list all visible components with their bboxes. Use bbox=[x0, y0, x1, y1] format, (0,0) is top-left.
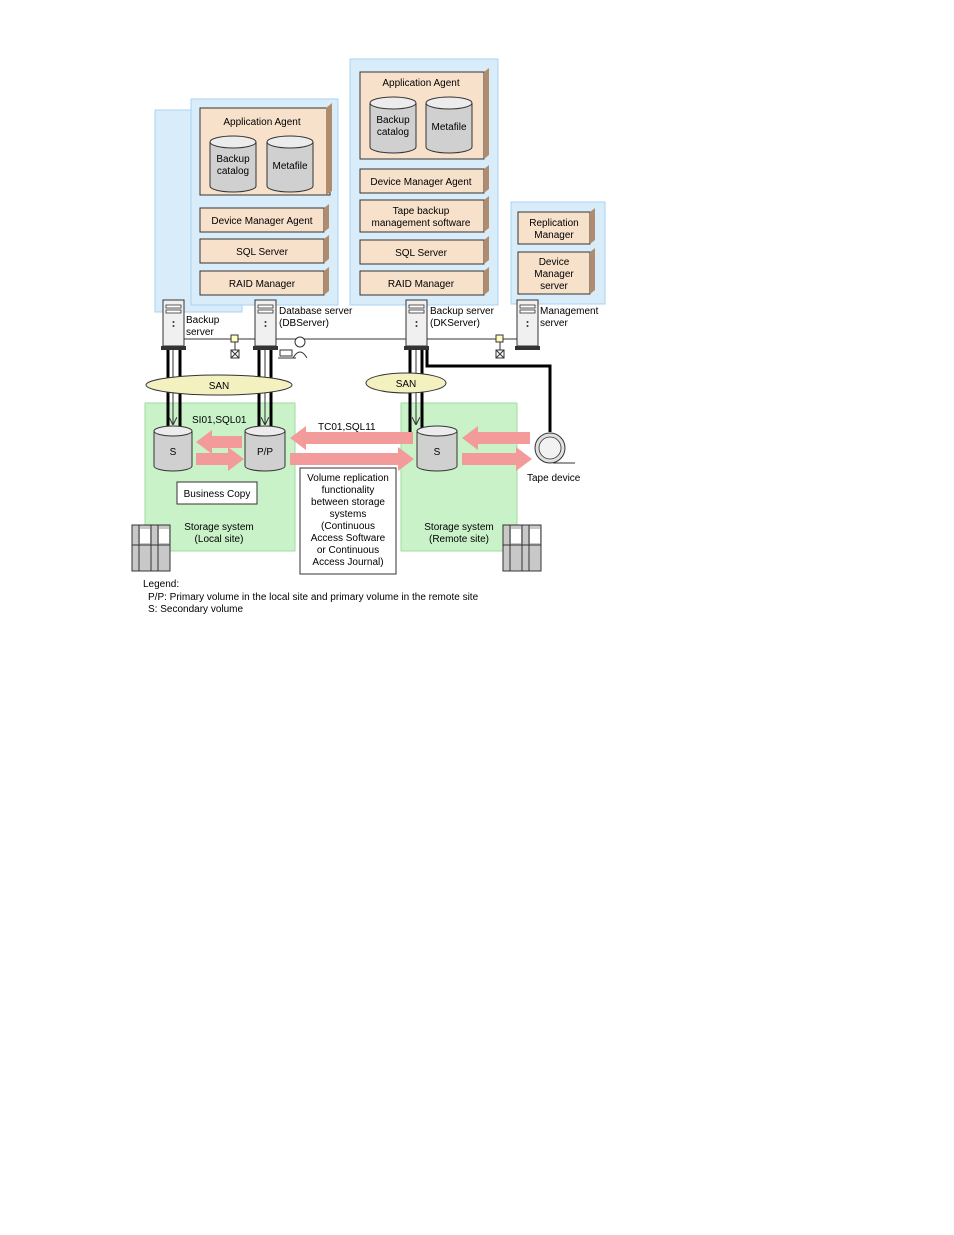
svg-text:Backup: Backup bbox=[376, 115, 410, 126]
svg-text:Device Manager Agent: Device Manager Agent bbox=[370, 177, 471, 188]
management-server-icon bbox=[515, 299, 540, 350]
backup-server-icon bbox=[161, 299, 186, 350]
svg-text:S: S bbox=[170, 447, 177, 458]
svg-text:management software: management software bbox=[372, 218, 471, 229]
dk-tape-backup-software: Tape backup management software bbox=[359, 196, 489, 233]
dk-metafile-cylinder: Metafile bbox=[425, 96, 473, 154]
svg-text:SAN: SAN bbox=[209, 381, 230, 392]
db-metafile-cylinder: Metafile bbox=[266, 135, 314, 193]
dk-backup-catalog-cylinder: Backup catalog bbox=[369, 96, 417, 154]
local-copy-pair-label: SI01,SQL01 bbox=[192, 415, 247, 426]
db-metafile-label: Metafile bbox=[272, 161, 307, 172]
local-pp-volume: P/P bbox=[244, 425, 286, 472]
database-server-label-2: (DBServer) bbox=[279, 318, 329, 329]
lan-node-left-icon bbox=[230, 334, 240, 359]
legend-s: S: Secondary volume bbox=[148, 604, 243, 615]
db-raid-manager: RAID Manager bbox=[199, 267, 329, 296]
mgmt-replication-manager: Replication Manager bbox=[517, 208, 595, 245]
mgmt-device-manager-server: Device Manager server bbox=[517, 248, 595, 295]
san-cables bbox=[166, 350, 552, 440]
dk-raid-manager: RAID Manager bbox=[359, 267, 489, 296]
local-storage-label-2: (Local site) bbox=[195, 534, 244, 545]
svg-text:Access Journal): Access Journal) bbox=[312, 557, 383, 568]
remote-storage-label-2: (Remote site) bbox=[429, 534, 489, 545]
svg-text:Tape backup: Tape backup bbox=[393, 206, 450, 217]
svg-text:Manager: Manager bbox=[534, 269, 574, 280]
remote-s-volume: S bbox=[416, 425, 458, 472]
local-storage-label-1: Storage system bbox=[184, 522, 253, 533]
svg-text:(Continuous: (Continuous bbox=[321, 521, 375, 532]
db-application-agent: Application Agent Backup catalog Metafil… bbox=[199, 103, 332, 196]
dk-server-label-2: (DKServer) bbox=[430, 318, 480, 329]
svg-text:Metafile: Metafile bbox=[431, 122, 466, 133]
replication-note-box: Volume replication functionality between… bbox=[299, 467, 397, 575]
svg-text:catalog: catalog bbox=[377, 127, 409, 138]
tape-device-icon bbox=[534, 432, 575, 464]
svg-text:Access Software: Access Software bbox=[311, 533, 386, 544]
db-backup-catalog-label-1: Backup bbox=[216, 154, 250, 165]
db-device-manager-agent: Device Manager Agent bbox=[199, 204, 329, 233]
svg-text:P/P: P/P bbox=[257, 447, 273, 458]
svg-text:Manager: Manager bbox=[534, 230, 574, 241]
copy-arrows bbox=[196, 426, 532, 471]
svg-text:server: server bbox=[540, 281, 568, 292]
db-backup-catalog-cylinder: Backup catalog bbox=[209, 135, 257, 193]
db-sql-server: SQL Server bbox=[199, 235, 329, 264]
svg-text:SQL Server: SQL Server bbox=[395, 248, 448, 259]
lan-node-right-icon bbox=[495, 334, 505, 359]
svg-text:Device Manager Agent: Device Manager Agent bbox=[211, 216, 312, 227]
san-right: SAN bbox=[365, 372, 447, 394]
backup-server-label-2: server bbox=[186, 327, 214, 338]
svg-text:SAN: SAN bbox=[396, 379, 417, 390]
database-server-label-1: Database server bbox=[279, 306, 353, 317]
svg-text:Business Copy: Business Copy bbox=[184, 489, 251, 500]
user-icon bbox=[278, 336, 308, 359]
db-app-agent-title: Application Agent bbox=[223, 117, 301, 128]
dk-backup-server-icon bbox=[404, 299, 429, 350]
san-left: SAN bbox=[145, 374, 293, 396]
remote-site-panel bbox=[400, 402, 518, 552]
svg-text:Volume replication: Volume replication bbox=[307, 473, 389, 484]
svg-text:RAID Manager: RAID Manager bbox=[388, 279, 455, 290]
local-storage-icon bbox=[131, 524, 171, 572]
svg-text:systems: systems bbox=[330, 509, 367, 520]
svg-text:between storage: between storage bbox=[311, 497, 385, 508]
management-server-label-2: server bbox=[540, 318, 568, 329]
svg-text:SQL Server: SQL Server bbox=[236, 247, 289, 258]
dk-sql-server: SQL Server bbox=[359, 236, 489, 265]
dk-server-label-1: Backup server bbox=[430, 306, 495, 317]
dk-device-manager-agent: Device Manager Agent bbox=[359, 165, 489, 194]
local-s-volume: S bbox=[153, 425, 193, 472]
legend-title: Legend: bbox=[143, 579, 179, 590]
legend-pp: P/P: Primary volume in the local site an… bbox=[148, 592, 479, 603]
remote-copy-pair-label: TC01,SQL11 bbox=[318, 422, 376, 433]
db-backup-catalog-label-2: catalog bbox=[217, 166, 249, 177]
database-server-icon bbox=[253, 299, 278, 350]
svg-text:Replication: Replication bbox=[529, 218, 578, 229]
remote-storage-label-1: Storage system bbox=[424, 522, 493, 533]
svg-text:S: S bbox=[434, 447, 441, 458]
business-copy-box: Business Copy bbox=[176, 481, 258, 505]
remote-storage-icon bbox=[502, 524, 542, 572]
dk-app-agent-title: Application Agent bbox=[382, 78, 460, 89]
backup-server-label-1: Backup bbox=[186, 315, 220, 326]
management-server-label-1: Management bbox=[540, 306, 599, 317]
svg-text:or Continuous: or Continuous bbox=[317, 545, 379, 556]
tape-device-label: Tape device bbox=[527, 473, 581, 484]
dk-application-agent: Application Agent Backup catalog Metafil… bbox=[359, 68, 489, 160]
svg-text:RAID Manager: RAID Manager bbox=[229, 279, 296, 290]
svg-text:functionality: functionality bbox=[322, 485, 375, 496]
svg-text:Device: Device bbox=[539, 257, 570, 268]
